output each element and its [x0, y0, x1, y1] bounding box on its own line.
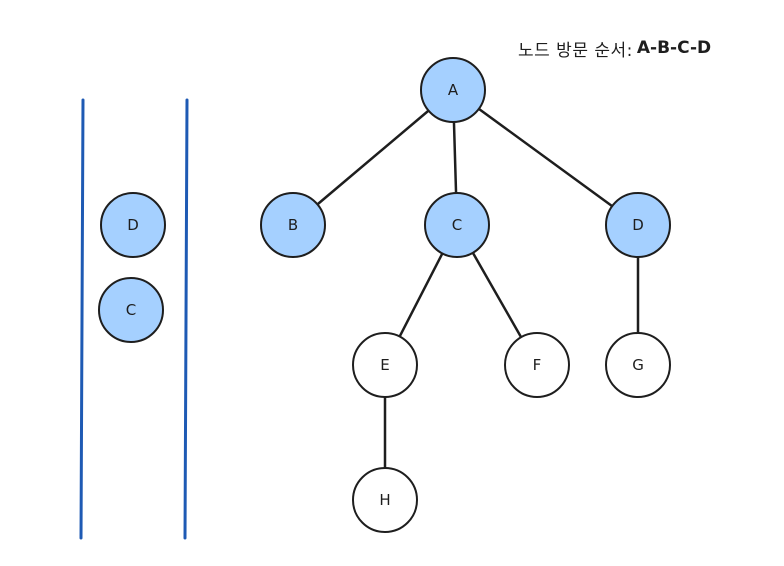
tree-node-e: E — [352, 332, 418, 398]
stack-item: C — [98, 277, 164, 343]
stack-item-label: D — [127, 216, 139, 234]
tree-node-label: C — [452, 216, 462, 234]
stack-right-wall — [183, 98, 189, 540]
stack-item-label: C — [126, 301, 136, 319]
tree-node-circle — [424, 192, 490, 258]
tree-node-circle — [605, 192, 671, 258]
tree-node-circle — [352, 467, 418, 533]
tree-node-circle — [420, 57, 486, 123]
tree-node-a: A — [420, 57, 486, 123]
tree-edge-c-e — [398, 252, 444, 338]
tree-node-g: G — [605, 332, 671, 398]
visit-order-sequence: A-B-C-D — [636, 38, 712, 58]
tree-node-label: A — [448, 81, 459, 99]
tree-node-label: G — [632, 356, 644, 374]
tree-node-circle — [260, 192, 326, 258]
tree-edge-a-b — [316, 109, 430, 206]
tree-edge-a-c — [452, 120, 458, 195]
tree-edge-c-f — [471, 251, 523, 339]
tree-edge-a-d — [477, 107, 614, 208]
visit-order-caption: 노드 방문 순서: A-B-C-D — [518, 33, 778, 63]
stack-item-circle — [100, 192, 166, 258]
tree-nodes: A B C D E F G H — [260, 57, 671, 533]
tree-node-d: D — [605, 192, 671, 258]
tree-edges — [316, 107, 640, 470]
tree-node-b: B — [260, 192, 326, 258]
stack-item-circle — [98, 277, 164, 343]
tree-node-label: E — [380, 356, 389, 374]
tree-node-f: F — [504, 332, 570, 398]
tree-node-label: D — [632, 216, 644, 234]
tree-node-label: F — [533, 356, 542, 374]
tree-node-label: H — [379, 491, 390, 509]
tree-node-circle — [352, 332, 418, 398]
visit-order-label: 노드 방문 순서: — [518, 40, 633, 61]
stack-item: D — [100, 192, 166, 258]
tree-node-h: H — [352, 467, 418, 533]
tree-node-c: C — [424, 192, 490, 258]
stack-left-wall — [79, 98, 85, 540]
tree-node-circle — [605, 332, 671, 398]
tree-node-circle — [504, 332, 570, 398]
tree-node-label: B — [288, 216, 298, 234]
stack: DC — [79, 98, 189, 540]
